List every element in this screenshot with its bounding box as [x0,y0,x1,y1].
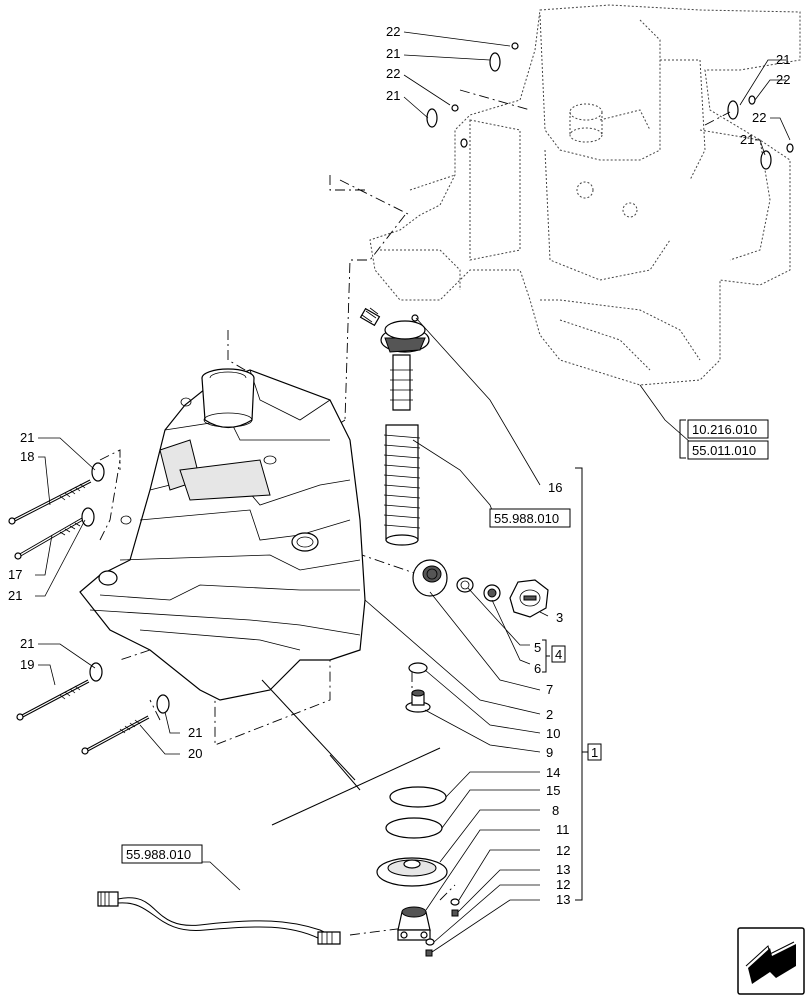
callout-9: 9 [546,745,553,760]
callout-labels: 22 21 22 21 21 22 22 21 21 18 17 21 21 1… [8,24,790,907]
gasket [483,584,501,602]
filler-adapter [412,559,448,597]
callout-4: 4 [555,647,562,662]
o-ring-small [408,662,428,674]
callout-7: 7 [546,682,553,697]
callout-1: 1 [591,745,598,760]
callout-22-r2: 22 [752,110,766,125]
reference-55-988-010-b[interactable]: 55.988.010 [126,847,191,862]
callout-21-r2: 21 [740,132,754,147]
bracket-ref [679,419,686,459]
washer-bolt-top-left [426,42,531,148]
bracket-group-4 [542,639,550,673]
callout-17: 17 [8,567,22,582]
callout-21-a: 21 [386,46,400,61]
bolt-19 [16,662,103,721]
fuel-cap [509,579,549,618]
callout-box-1: 1 [587,743,602,761]
callout-21-l2: 21 [8,588,22,603]
reference-box-d[interactable]: 55.988.010 [121,844,203,864]
callout-21-b: 21 [386,88,400,103]
reference-55-988-010-a[interactable]: 55.988.010 [494,511,559,526]
callout-22-a: 22 [386,24,400,39]
callout-20: 20 [188,746,202,761]
next-page-arrow-icon[interactable] [737,927,805,995]
callout-21-r1: 21 [776,52,790,67]
callout-18: 18 [20,449,34,464]
callout-2: 2 [546,707,553,722]
callout-14: 14 [546,765,560,780]
reference-box-a[interactable]: 10.216.010 [687,419,769,439]
callout-leaders-left [35,437,180,755]
callout-12-b: 12 [556,877,570,892]
callout-13-a: 13 [556,862,570,877]
reference-box-b[interactable]: 55.011.010 [687,440,769,460]
fuel-level-sender [359,307,430,546]
fuel-tank [79,368,366,701]
reference-box-c[interactable]: 55.988.010 [489,508,571,528]
callout-11: 11 [556,822,570,837]
wiring-harness [97,891,341,945]
strainer [456,577,474,593]
callout-22-r1: 22 [776,72,790,87]
section-cut-lines [261,679,441,826]
bolt-20 [81,694,170,755]
bracket-group-1 [575,467,588,901]
drain-plug [405,689,431,713]
seal-ring [385,817,443,839]
o-ring-large [389,786,447,808]
bolt-17 [14,507,95,560]
reference-10-216-010[interactable]: 10.216.010 [692,422,757,437]
callout-5: 5 [534,640,541,655]
callout-16: 16 [548,480,562,495]
callout-21-l4: 21 [188,725,202,740]
reference-55-011-010[interactable]: 55.011.010 [692,443,756,458]
callout-6: 6 [534,661,541,676]
mounting-plate [376,857,448,887]
bolt-18 [8,462,105,525]
callout-box-4: 4 [551,645,566,663]
callout-8: 8 [552,803,559,818]
sensor-unit [397,906,431,941]
callout-13-b: 13 [556,892,570,907]
callout-15: 15 [546,783,560,798]
callout-leaders-top [403,31,791,156]
callout-21-l1: 21 [20,430,34,445]
callout-3: 3 [556,610,563,625]
callout-leaders-right [180,317,691,953]
callout-22-b: 22 [386,66,400,81]
chassis-frame [369,4,801,386]
screws-washers [425,898,460,957]
callout-19: 19 [20,657,34,672]
callout-12-a: 12 [556,843,570,858]
callout-10: 10 [546,726,560,741]
callout-21-l3: 21 [20,636,34,651]
